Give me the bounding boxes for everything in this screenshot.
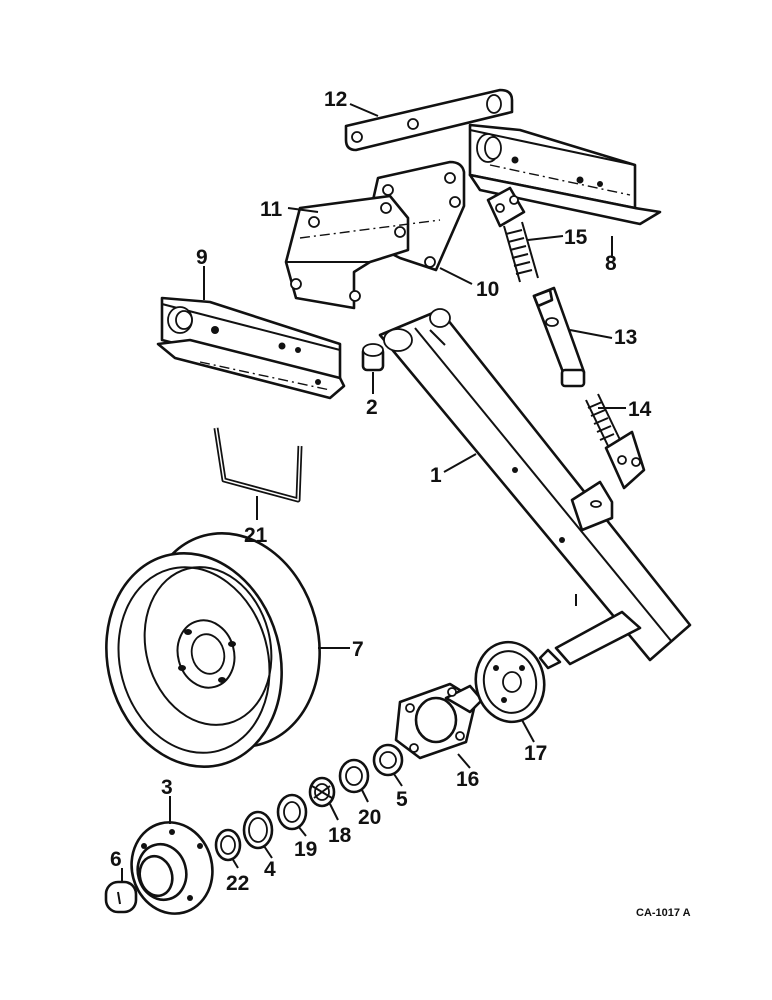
label-part-7: 7 bbox=[352, 638, 364, 661]
part-20-bearing-cup bbox=[338, 758, 370, 794]
label-part-18: 18 bbox=[328, 824, 352, 847]
label-part-15: 15 bbox=[564, 226, 588, 249]
part-9-angle-bracket bbox=[156, 296, 346, 400]
label-part-6: 6 bbox=[110, 848, 122, 871]
part-17-seal-plate bbox=[474, 640, 546, 724]
part-22-seal bbox=[214, 828, 242, 862]
part-7-wheel bbox=[105, 532, 321, 768]
part-14-lower-adjusting-screw bbox=[585, 393, 646, 490]
part-2-bushing bbox=[361, 343, 385, 372]
part-19-bearing-cone bbox=[276, 793, 308, 831]
label-part-14: 14 bbox=[628, 398, 652, 421]
drawing-code: CA-1017 A bbox=[636, 907, 691, 919]
label-part-16: 16 bbox=[456, 768, 479, 791]
leader-lines bbox=[121, 103, 626, 882]
label-part-13: 13 bbox=[614, 326, 637, 349]
label-part-21: 21 bbox=[244, 524, 268, 547]
part-13-turnbuckle bbox=[532, 286, 586, 388]
part-15-upper-adjusting-screw bbox=[486, 186, 539, 283]
part-5-bearing-cone bbox=[372, 743, 404, 777]
label-part-22: 22 bbox=[226, 872, 249, 895]
label-part-12: 12 bbox=[324, 88, 347, 111]
label-part-3: 3 bbox=[161, 776, 173, 799]
label-part-2: 2 bbox=[366, 396, 378, 419]
part-11-bent-plate bbox=[284, 194, 441, 310]
part-8-angle-bracket bbox=[468, 123, 662, 226]
label-part-5: 5 bbox=[396, 788, 408, 811]
label-part-19: 19 bbox=[294, 838, 317, 861]
part-16-flange-housing bbox=[394, 682, 484, 760]
part-12-flat-bar bbox=[344, 88, 514, 152]
label-part-11: 11 bbox=[260, 198, 283, 221]
label-part-10: 10 bbox=[476, 278, 499, 301]
label-part-20: 20 bbox=[358, 806, 381, 829]
label-part-9: 9 bbox=[196, 246, 208, 269]
part-6-hub-cap bbox=[104, 880, 138, 914]
part-4-bearing-cup bbox=[242, 810, 274, 850]
label-part-17: 17 bbox=[524, 742, 547, 765]
part-3-hub bbox=[130, 821, 214, 915]
label-part-8: 8 bbox=[605, 252, 617, 275]
label-part-4: 4 bbox=[264, 858, 276, 881]
part-labels: 12 11 10 9 8 15 13 2 14 1 21 7 16 17 3 5… bbox=[110, 88, 652, 895]
part-21-u-bolt bbox=[213, 427, 303, 503]
label-part-1: 1 bbox=[430, 464, 442, 487]
part-1-main-arm bbox=[378, 308, 692, 670]
part-18-bearing bbox=[308, 776, 336, 808]
